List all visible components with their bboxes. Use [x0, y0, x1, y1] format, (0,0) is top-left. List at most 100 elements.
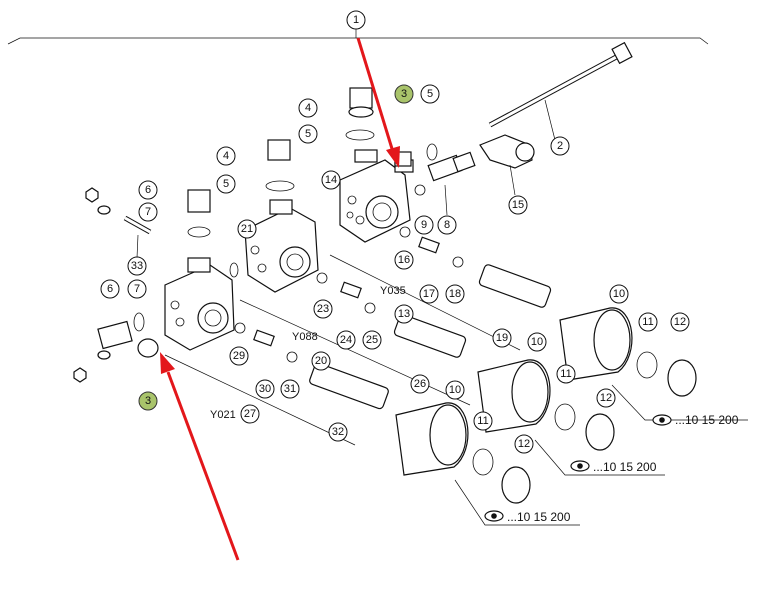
callout-25[interactable]: 25: [362, 330, 382, 350]
callout-2[interactable]: 2: [550, 136, 570, 156]
svg-text:5: 5: [427, 88, 433, 100]
long-bolt: [488, 41, 633, 128]
svg-text:23: 23: [317, 303, 329, 315]
svg-text:2: 2: [557, 140, 563, 152]
cross-ref-top[interactable]: ...10 15 200: [652, 413, 739, 427]
callout-12-bottom[interactable]: 12: [514, 434, 534, 454]
sensor-17: [418, 236, 440, 254]
fitting-6-top: [187, 189, 211, 213]
callout-23[interactable]: 23: [313, 299, 333, 319]
callout-10-bottom[interactable]: 10: [445, 380, 465, 400]
fitting-4-top: [349, 87, 373, 109]
svg-text:10: 10: [531, 336, 543, 348]
callout-21[interactable]: 21: [237, 219, 257, 239]
callout-18[interactable]: 18: [445, 284, 465, 304]
svg-text:16: 16: [398, 254, 410, 266]
callout-7-lower[interactable]: 7: [127, 279, 147, 299]
svg-text:14: 14: [325, 174, 337, 186]
callout-10-mid[interactable]: 10: [527, 332, 547, 352]
svg-text:17: 17: [423, 288, 435, 300]
sensor-30: [253, 329, 275, 347]
callout-27[interactable]: 27: [240, 404, 260, 424]
svg-text:10: 10: [449, 384, 461, 396]
callout-17[interactable]: 17: [419, 284, 439, 304]
svg-text:12: 12: [518, 438, 530, 450]
svg-text:29: 29: [233, 350, 245, 362]
callout-4-mid[interactable]: 4: [216, 146, 236, 166]
svg-text:7: 7: [145, 206, 151, 218]
red-arrow-bottom: [160, 352, 240, 561]
svg-text:10: 10: [613, 288, 625, 300]
fitting-6-lower: [97, 320, 133, 350]
eye-icon: [652, 414, 672, 426]
callout-30[interactable]: 30: [255, 379, 275, 399]
svg-text:3: 3: [401, 88, 407, 100]
callout-29[interactable]: 29: [229, 346, 249, 366]
callout-14[interactable]: 14: [321, 170, 341, 190]
cartridge-32: [309, 362, 389, 410]
callout-11-mid[interactable]: 11: [556, 364, 576, 384]
fitting-8: [427, 151, 476, 182]
callout-11-top[interactable]: 11: [638, 312, 658, 332]
svg-text:6: 6: [145, 184, 151, 196]
valve-block-middle: [244, 199, 319, 293]
svg-text:5: 5: [223, 178, 229, 190]
svg-text:15: 15: [512, 199, 524, 211]
callout-33[interactable]: 33: [127, 256, 147, 276]
cross-ref-text: ...10 15 200: [675, 413, 739, 427]
fitting-4-mid: [267, 139, 291, 161]
svg-text:1: 1: [353, 14, 359, 26]
svg-text:12: 12: [674, 316, 686, 328]
callout-16[interactable]: 16: [394, 250, 414, 270]
cross-ref-bottom[interactable]: ...10 15 200: [484, 510, 571, 524]
component-label: Y035: [380, 285, 406, 297]
callout-1[interactable]: 1: [346, 10, 366, 30]
callout-6-top[interactable]: 6: [138, 180, 158, 200]
callout-7-top[interactable]: 7: [138, 202, 158, 222]
callout-10-top[interactable]: 10: [609, 284, 629, 304]
cross-ref-text: ...10 15 200: [593, 460, 657, 474]
callout-20[interactable]: 20: [311, 351, 331, 371]
elbow-fitting: [479, 134, 533, 169]
svg-text:32: 32: [332, 426, 344, 438]
callout-31[interactable]: 31: [280, 379, 300, 399]
plug-3: [137, 338, 159, 358]
svg-text:27: 27: [244, 408, 256, 420]
svg-text:25: 25: [366, 334, 378, 346]
svg-text:13: 13: [398, 308, 410, 320]
cartridge-26: [393, 314, 467, 358]
svg-text:11: 11: [560, 368, 571, 380]
callout-13[interactable]: 13: [394, 304, 414, 324]
callout-11-bottom[interactable]: 11: [473, 411, 493, 431]
svg-text:24: 24: [340, 334, 352, 346]
callout-5-b[interactable]: 5: [298, 124, 318, 144]
cross-ref-middle[interactable]: ...10 15 200: [570, 460, 657, 474]
svg-text:9: 9: [421, 219, 427, 231]
svg-text:11: 11: [642, 316, 653, 328]
valve-block-lower: [164, 257, 235, 351]
callout-26[interactable]: 26: [410, 374, 430, 394]
svg-text:4: 4: [305, 102, 311, 114]
svg-text:18: 18: [449, 288, 461, 300]
callout-15[interactable]: 15: [508, 195, 528, 215]
callout-24[interactable]: 24: [336, 330, 356, 350]
coil-top: [559, 307, 633, 381]
callout-6-lower[interactable]: 6: [100, 279, 120, 299]
svg-text:3: 3: [145, 395, 151, 407]
callout-8[interactable]: 8: [437, 215, 457, 235]
callout-3-top[interactable]: 3: [394, 84, 414, 104]
callout-5-a[interactable]: 5: [420, 84, 440, 104]
callout-32[interactable]: 32: [328, 422, 348, 442]
svg-text:30: 30: [259, 383, 271, 395]
callout-5-c[interactable]: 5: [216, 174, 236, 194]
callout-3-bottom[interactable]: 3: [138, 391, 158, 411]
coil-bottom: [395, 402, 469, 476]
callout-12-top[interactable]: 12: [670, 312, 690, 332]
callout-12-mid[interactable]: 12: [596, 388, 616, 408]
svg-text:5: 5: [305, 128, 311, 140]
svg-text:33: 33: [131, 260, 143, 272]
callout-19[interactable]: 19: [492, 328, 512, 348]
callout-9[interactable]: 9: [414, 215, 434, 235]
callout-4-top[interactable]: 4: [298, 98, 318, 118]
cross-ref-text: ...10 15 200: [507, 510, 571, 524]
